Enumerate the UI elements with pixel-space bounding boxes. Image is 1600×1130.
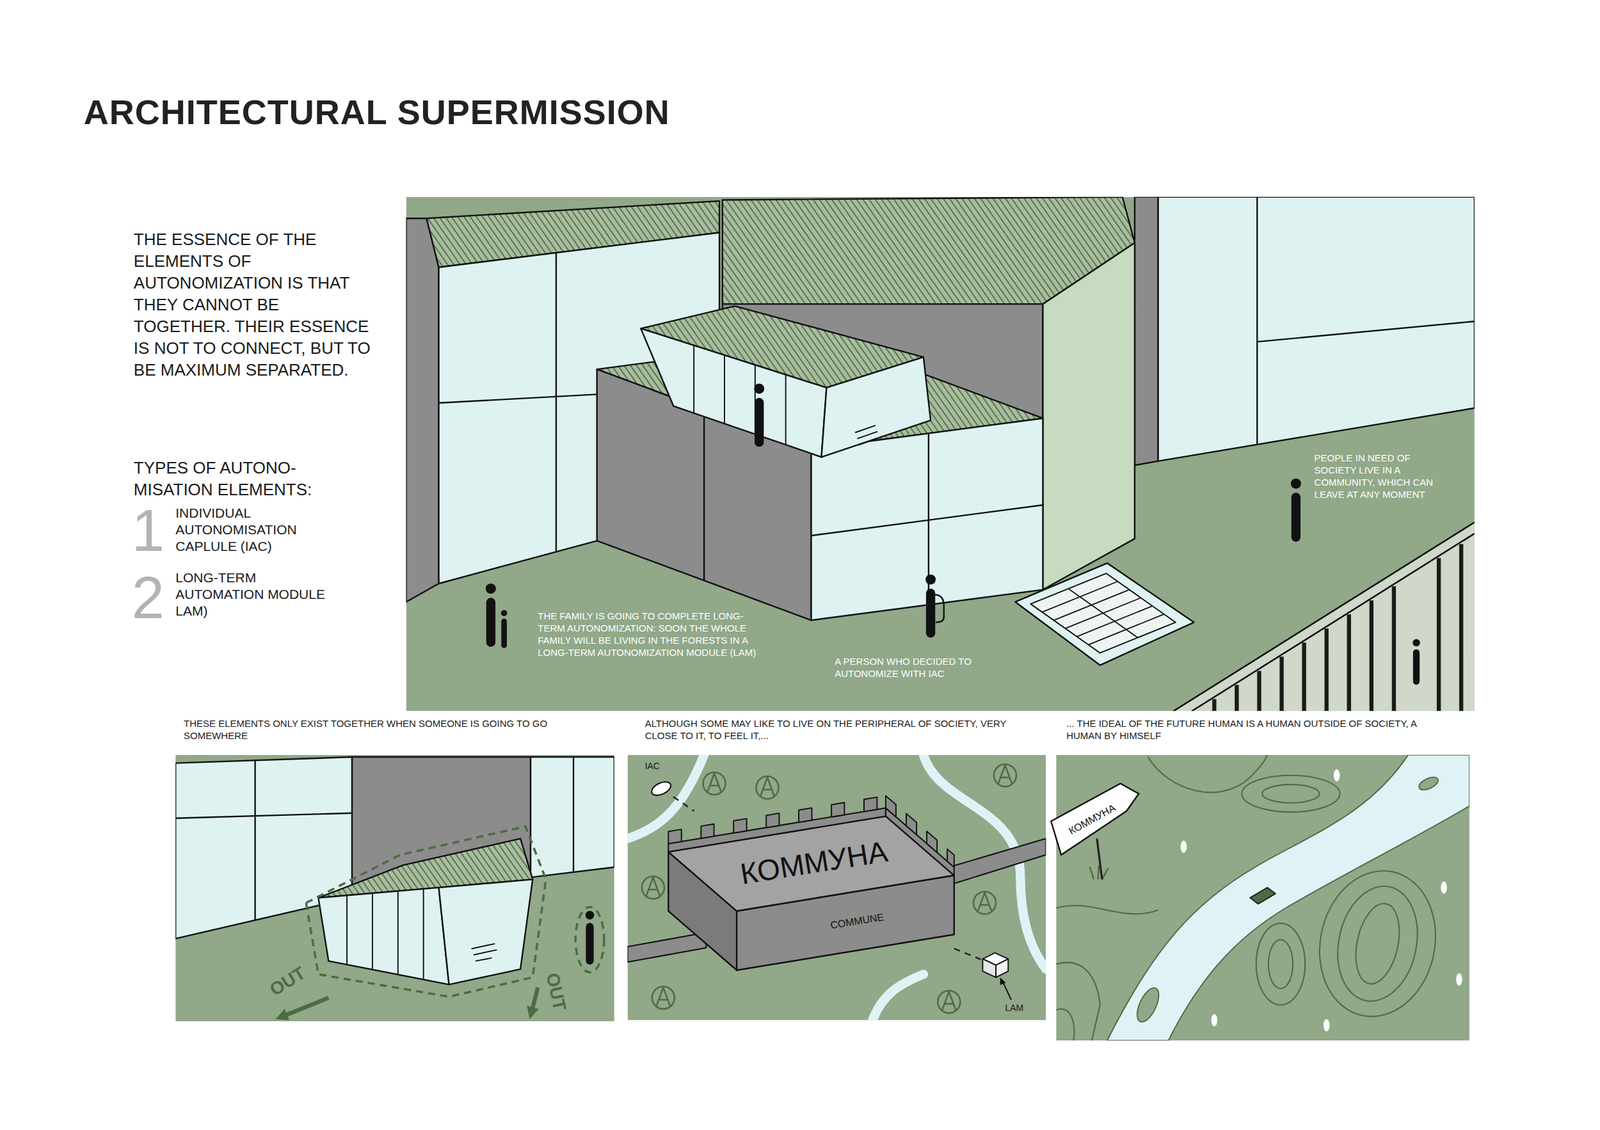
comic-panel: THE FAMILY IS GOING TO COMPLETE LONG-TER… (406, 197, 1475, 712)
annotation: A PERSON WHO DECIDED TO AUTONOMIZE WITH … (834, 655, 1008, 680)
departure-scene (175, 755, 615, 1022)
annotation: THE FAMILY IS GOING TO COMPLETE LONG-TER… (537, 609, 762, 659)
map-label: LAM (1004, 1002, 1024, 1014)
panel-caption: ALTHOUGH SOME MAY LIKE TO LIVE ON THE PE… (645, 717, 1033, 742)
sign-text: КОММУНА (1066, 801, 1118, 838)
iac-capsule: IAC (648, 780, 674, 798)
annotation: PEOPLE IN NEED OF SOCIETY LIVE IN A COMM… (1314, 451, 1437, 501)
street-scene (406, 197, 1475, 712)
building-label: COMMUNE (829, 911, 885, 932)
map-label: IAC (645, 760, 660, 772)
intro-text: THE ESSENCE OF THE ELEMENTS OF AUTONOMIZ… (133, 228, 371, 381)
building-lettering: КОММУНА (737, 834, 891, 893)
panel-caption: ... THE IDEAL OF THE FUTURE HUMAN IS A H… (1066, 717, 1432, 742)
comic-panel: ALTHOUGH SOME MAY LIKE TO LIVE ON THE PE… (627, 755, 1047, 1021)
panel-caption: THESE ELEMENTS ONLY EXIST TOGETHER WHEN … (183, 717, 568, 742)
page-title: ARCHITECTURAL SUPERMISSION (83, 91, 671, 134)
list-item: LONG-TERM AUTOMATION MODULE LAM) (175, 569, 336, 620)
arrow-label: OUT (266, 962, 310, 1001)
arrow-label: OUT (541, 970, 571, 1013)
lam-module: LAM (980, 952, 1010, 979)
list-number: 2 (131, 568, 165, 628)
list-item: INDIVIDUAL AUTONOMISATION CAPLULE (IAC) (175, 504, 329, 555)
signpost: КОММУНА (1050, 781, 1141, 857)
comic-panel: THESE ELEMENTS ONLY EXIST TOGETHER WHEN … (175, 755, 615, 1021)
commune-map (627, 755, 1047, 1021)
list-heading: TYPES OF AUTONO- MISATION ELEMENTS: (133, 456, 371, 501)
dashed-route (673, 796, 695, 811)
commune-building: КОММУНА COMMUNE (668, 811, 954, 971)
dashed-route (954, 948, 981, 960)
comic-panel: ... THE IDEAL OF THE FUTURE HUMAN IS A H… (1056, 755, 1470, 1041)
list-number: 1 (131, 501, 165, 560)
